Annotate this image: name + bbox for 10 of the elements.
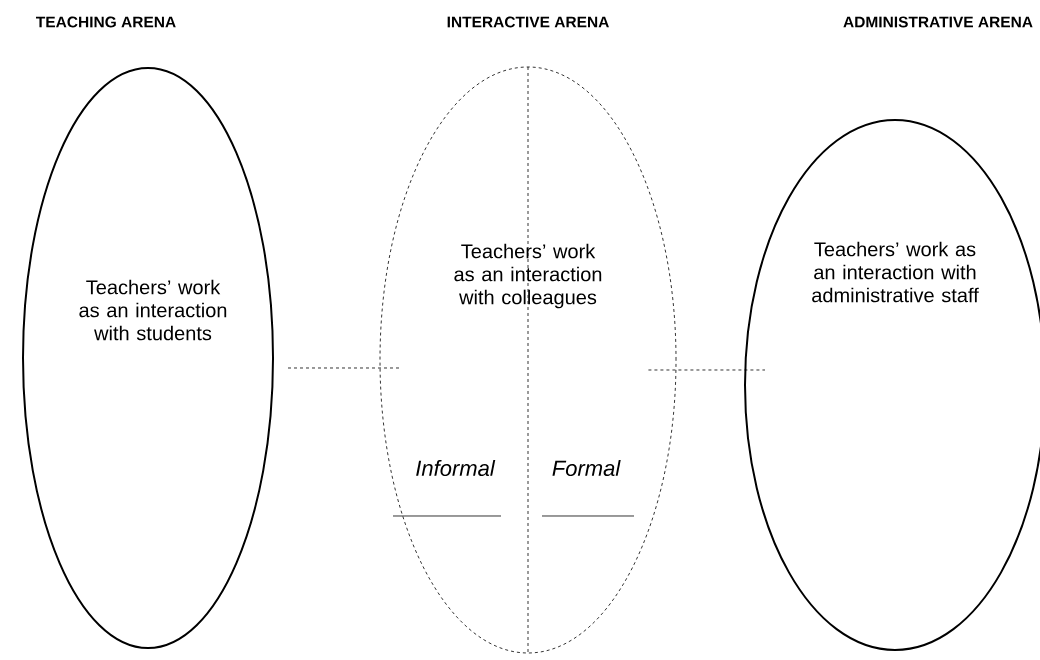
- ellipse-label: Teachers’ work as an interaction with administrative staff: [812, 241, 979, 303]
- heading: INTERACTIVE ARENA: [447, 16, 609, 28]
- heading: ADMINISTRATIVE ARENA: [843, 16, 1033, 28]
- heading: TEACHING ARENA: [36, 16, 176, 28]
- ellipse-label: Teachers’ work as an interaction with colleagues: [454, 243, 602, 309]
- ellipse-label: Formal: [552, 459, 621, 477]
- connector: [287, 367, 402, 369]
- ellipse-label: Teachers’ work as an interaction with students: [79, 279, 227, 341]
- ellipse-label: Informal: [416, 459, 496, 477]
- connector: [648, 369, 766, 371]
